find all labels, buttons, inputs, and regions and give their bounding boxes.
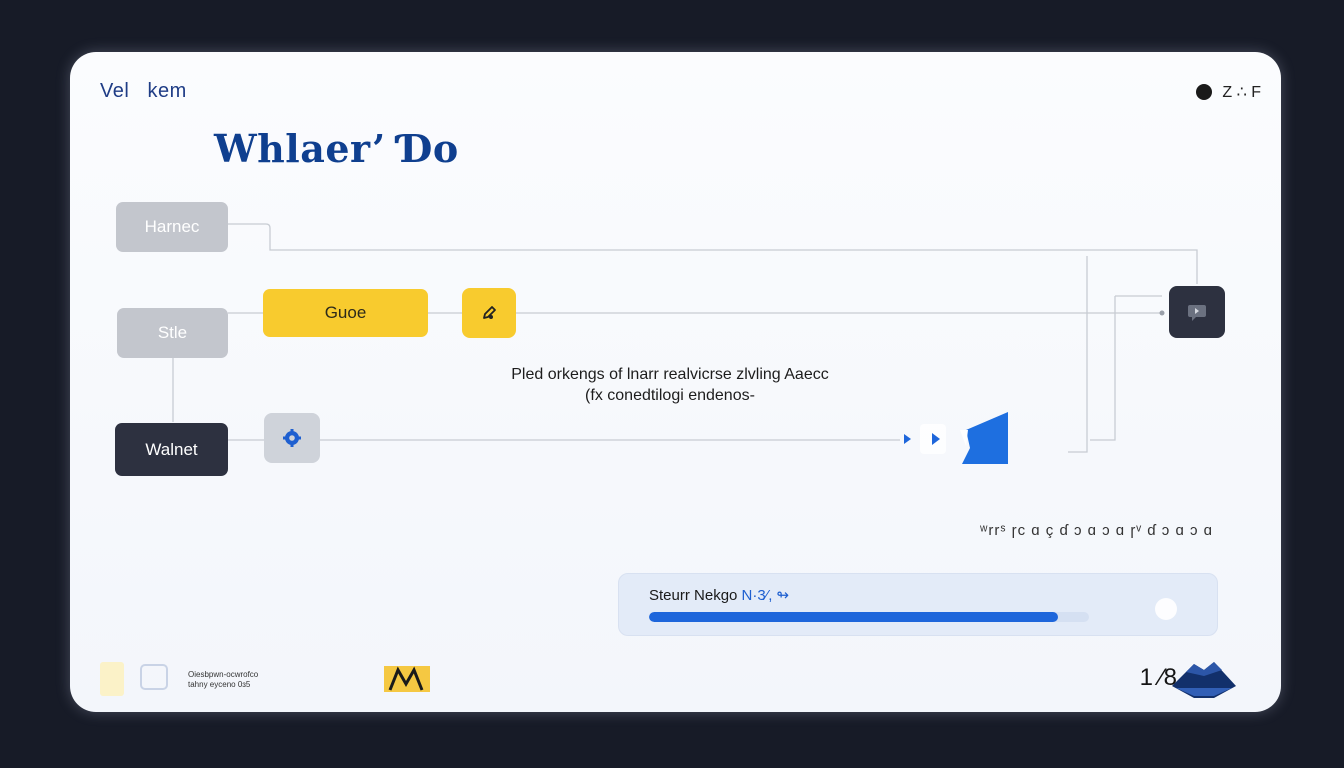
center-description: Pled orkengs of lnarr realvicrse zlvling…	[450, 364, 890, 406]
footer-brand-mark	[384, 666, 430, 692]
play-flag-group[interactable]	[896, 410, 1026, 468]
node-guoe[interactable]: Guoe	[263, 289, 428, 337]
connector-lines	[172, 223, 1198, 453]
center-line-2: (fx conedtilogi endenos-	[585, 387, 755, 404]
connector-bracket-outer	[1068, 256, 1088, 453]
scribble-text: ʷrrˢ ɼc ɑ ç ɗ ɔ ɑ ɔ ɑ ɼᵛ ɗ ɔ ɑ ɔ ɑ	[980, 522, 1213, 539]
progress-label: Steurr Nekgo N·3⁄, ↬	[649, 586, 789, 604]
gear-node[interactable]	[264, 413, 320, 463]
flag-icon	[962, 412, 1008, 464]
progress-knob[interactable]	[1155, 598, 1177, 620]
connector-harnec	[228, 223, 1198, 284]
progress-label-accent: N·3⁄, ↬	[741, 587, 790, 604]
header-right[interactable]: Z ∴ F	[1196, 82, 1261, 102]
diagram-card: Vel kem Z ∴ F Whlaer’ Ɗo Harnec Stle Wal…	[70, 52, 1281, 712]
pen-icon	[483, 306, 496, 319]
play-icon-2	[932, 433, 940, 445]
node-harnec[interactable]: Harnec	[116, 202, 228, 252]
footer-small-text: Oiesbpwn-ocwrofco tahny eyceno 0ɜ5	[188, 670, 258, 690]
node-stle[interactable]: Stle	[117, 308, 228, 358]
chat-node[interactable]	[1169, 286, 1225, 338]
chat-bubble-icon	[1188, 305, 1206, 321]
mountain-icon[interactable]	[1170, 656, 1240, 702]
junction-dot	[1159, 310, 1165, 316]
dot-icon	[1196, 84, 1213, 100]
pen-node[interactable]	[462, 288, 516, 338]
page-title: Whlaer’ Ɗo	[214, 126, 459, 171]
play-icon	[904, 434, 911, 444]
node-walnet[interactable]: Walnet	[115, 423, 228, 476]
brand-label: Vel kem	[100, 80, 187, 102]
progress-fill	[649, 612, 1059, 622]
progress-label-text: Steurr Nekgo	[649, 587, 738, 604]
footer-box-icon[interactable]	[140, 664, 168, 690]
center-line-1: Pled orkengs of lnarr realvicrse zlvling…	[511, 366, 829, 383]
progress-bar	[649, 612, 1089, 622]
connector-bracket-inner	[1090, 296, 1116, 441]
footer-small-line-1: Oiesbpwn-ocwrofco	[188, 670, 259, 679]
page-number: 1 ⁄8	[1139, 664, 1177, 691]
gear-icon	[283, 429, 301, 447]
progress-panel: Steurr Nekgo N·3⁄, ↬	[618, 573, 1218, 636]
footer-yellow-swatch	[100, 662, 124, 696]
header-right-label: Z ∴ F	[1222, 84, 1261, 101]
footer-small-line-2: tahny eyceno 0ɜ5	[188, 680, 251, 689]
